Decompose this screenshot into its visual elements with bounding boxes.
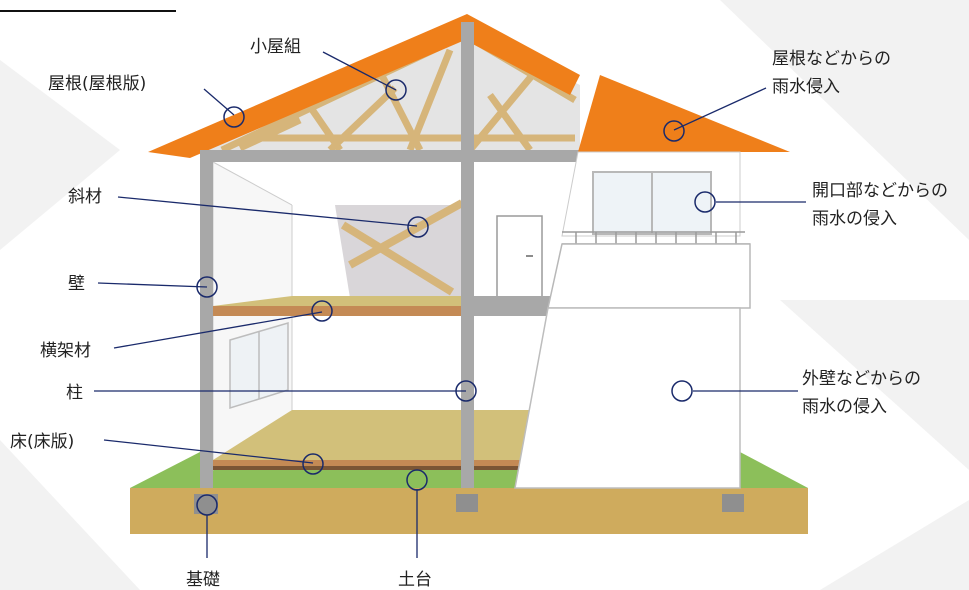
marker-hashira xyxy=(455,380,477,402)
exterior-roof xyxy=(578,75,790,152)
marker-yane xyxy=(223,106,245,128)
label-kaikoubu-2: 雨水の侵入 xyxy=(812,209,897,229)
footing-center xyxy=(456,494,478,512)
label-yane-shinnyu-1: 屋根などからの xyxy=(772,49,891,69)
sill-plate xyxy=(213,466,530,470)
label-kabe: 壁 xyxy=(68,274,85,294)
label-yokogazai: 横架材 xyxy=(40,341,91,361)
marker-gaiheki xyxy=(671,380,693,402)
roof-frame xyxy=(148,14,580,158)
footing-right xyxy=(722,494,744,512)
marker-kabe xyxy=(196,276,218,298)
label-gaiheki-2: 雨水の侵入 xyxy=(802,397,887,417)
marker-yane-shinnyu xyxy=(663,120,685,142)
label-hashira: 柱 xyxy=(66,383,83,403)
balcony xyxy=(547,243,751,309)
label-dodai: 土台 xyxy=(398,570,432,590)
second-floor-beam xyxy=(213,306,556,316)
label-yane-shinnyu-2: 雨水侵入 xyxy=(772,77,840,97)
marker-kaikoubu xyxy=(694,191,716,213)
label-kaikoubu-1: 開口部などからの xyxy=(812,181,948,201)
label-shazai: 斜材 xyxy=(68,187,102,207)
leader-lines xyxy=(94,51,806,558)
label-koyagumi: 小屋組 xyxy=(250,37,301,57)
marker-dodai xyxy=(406,469,428,491)
label-yuka: 床(床版) xyxy=(10,432,74,452)
attic-beam xyxy=(200,150,580,162)
exterior-wall-lower xyxy=(514,307,741,489)
exterior-window xyxy=(592,171,712,235)
diagonal-brace xyxy=(340,199,464,296)
lower-window xyxy=(229,321,289,410)
lower-back-wall xyxy=(292,316,552,420)
interior-door xyxy=(496,215,543,299)
label-yane: 屋根(屋根版) xyxy=(48,74,146,94)
labels: 小屋組 屋根(屋根版) 斜材 壁 横架材 柱 床(床版) 基礎 土台 屋根などか… xyxy=(10,37,948,590)
upper-beam-right xyxy=(474,296,554,316)
ground-floor-slab xyxy=(213,410,530,460)
marker-koyagumi xyxy=(385,79,407,101)
label-kiso: 基礎 xyxy=(186,570,220,590)
left-column xyxy=(200,150,213,488)
marker-shazai xyxy=(407,216,429,238)
marker-kiso xyxy=(196,494,218,516)
marker-yokogazai xyxy=(311,300,333,322)
label-gaiheki-1: 外壁などからの xyxy=(802,369,921,389)
ground-floor-beam xyxy=(213,460,530,466)
marker-circles xyxy=(196,79,716,516)
marker-yuka xyxy=(302,453,324,475)
center-column xyxy=(461,22,474,488)
